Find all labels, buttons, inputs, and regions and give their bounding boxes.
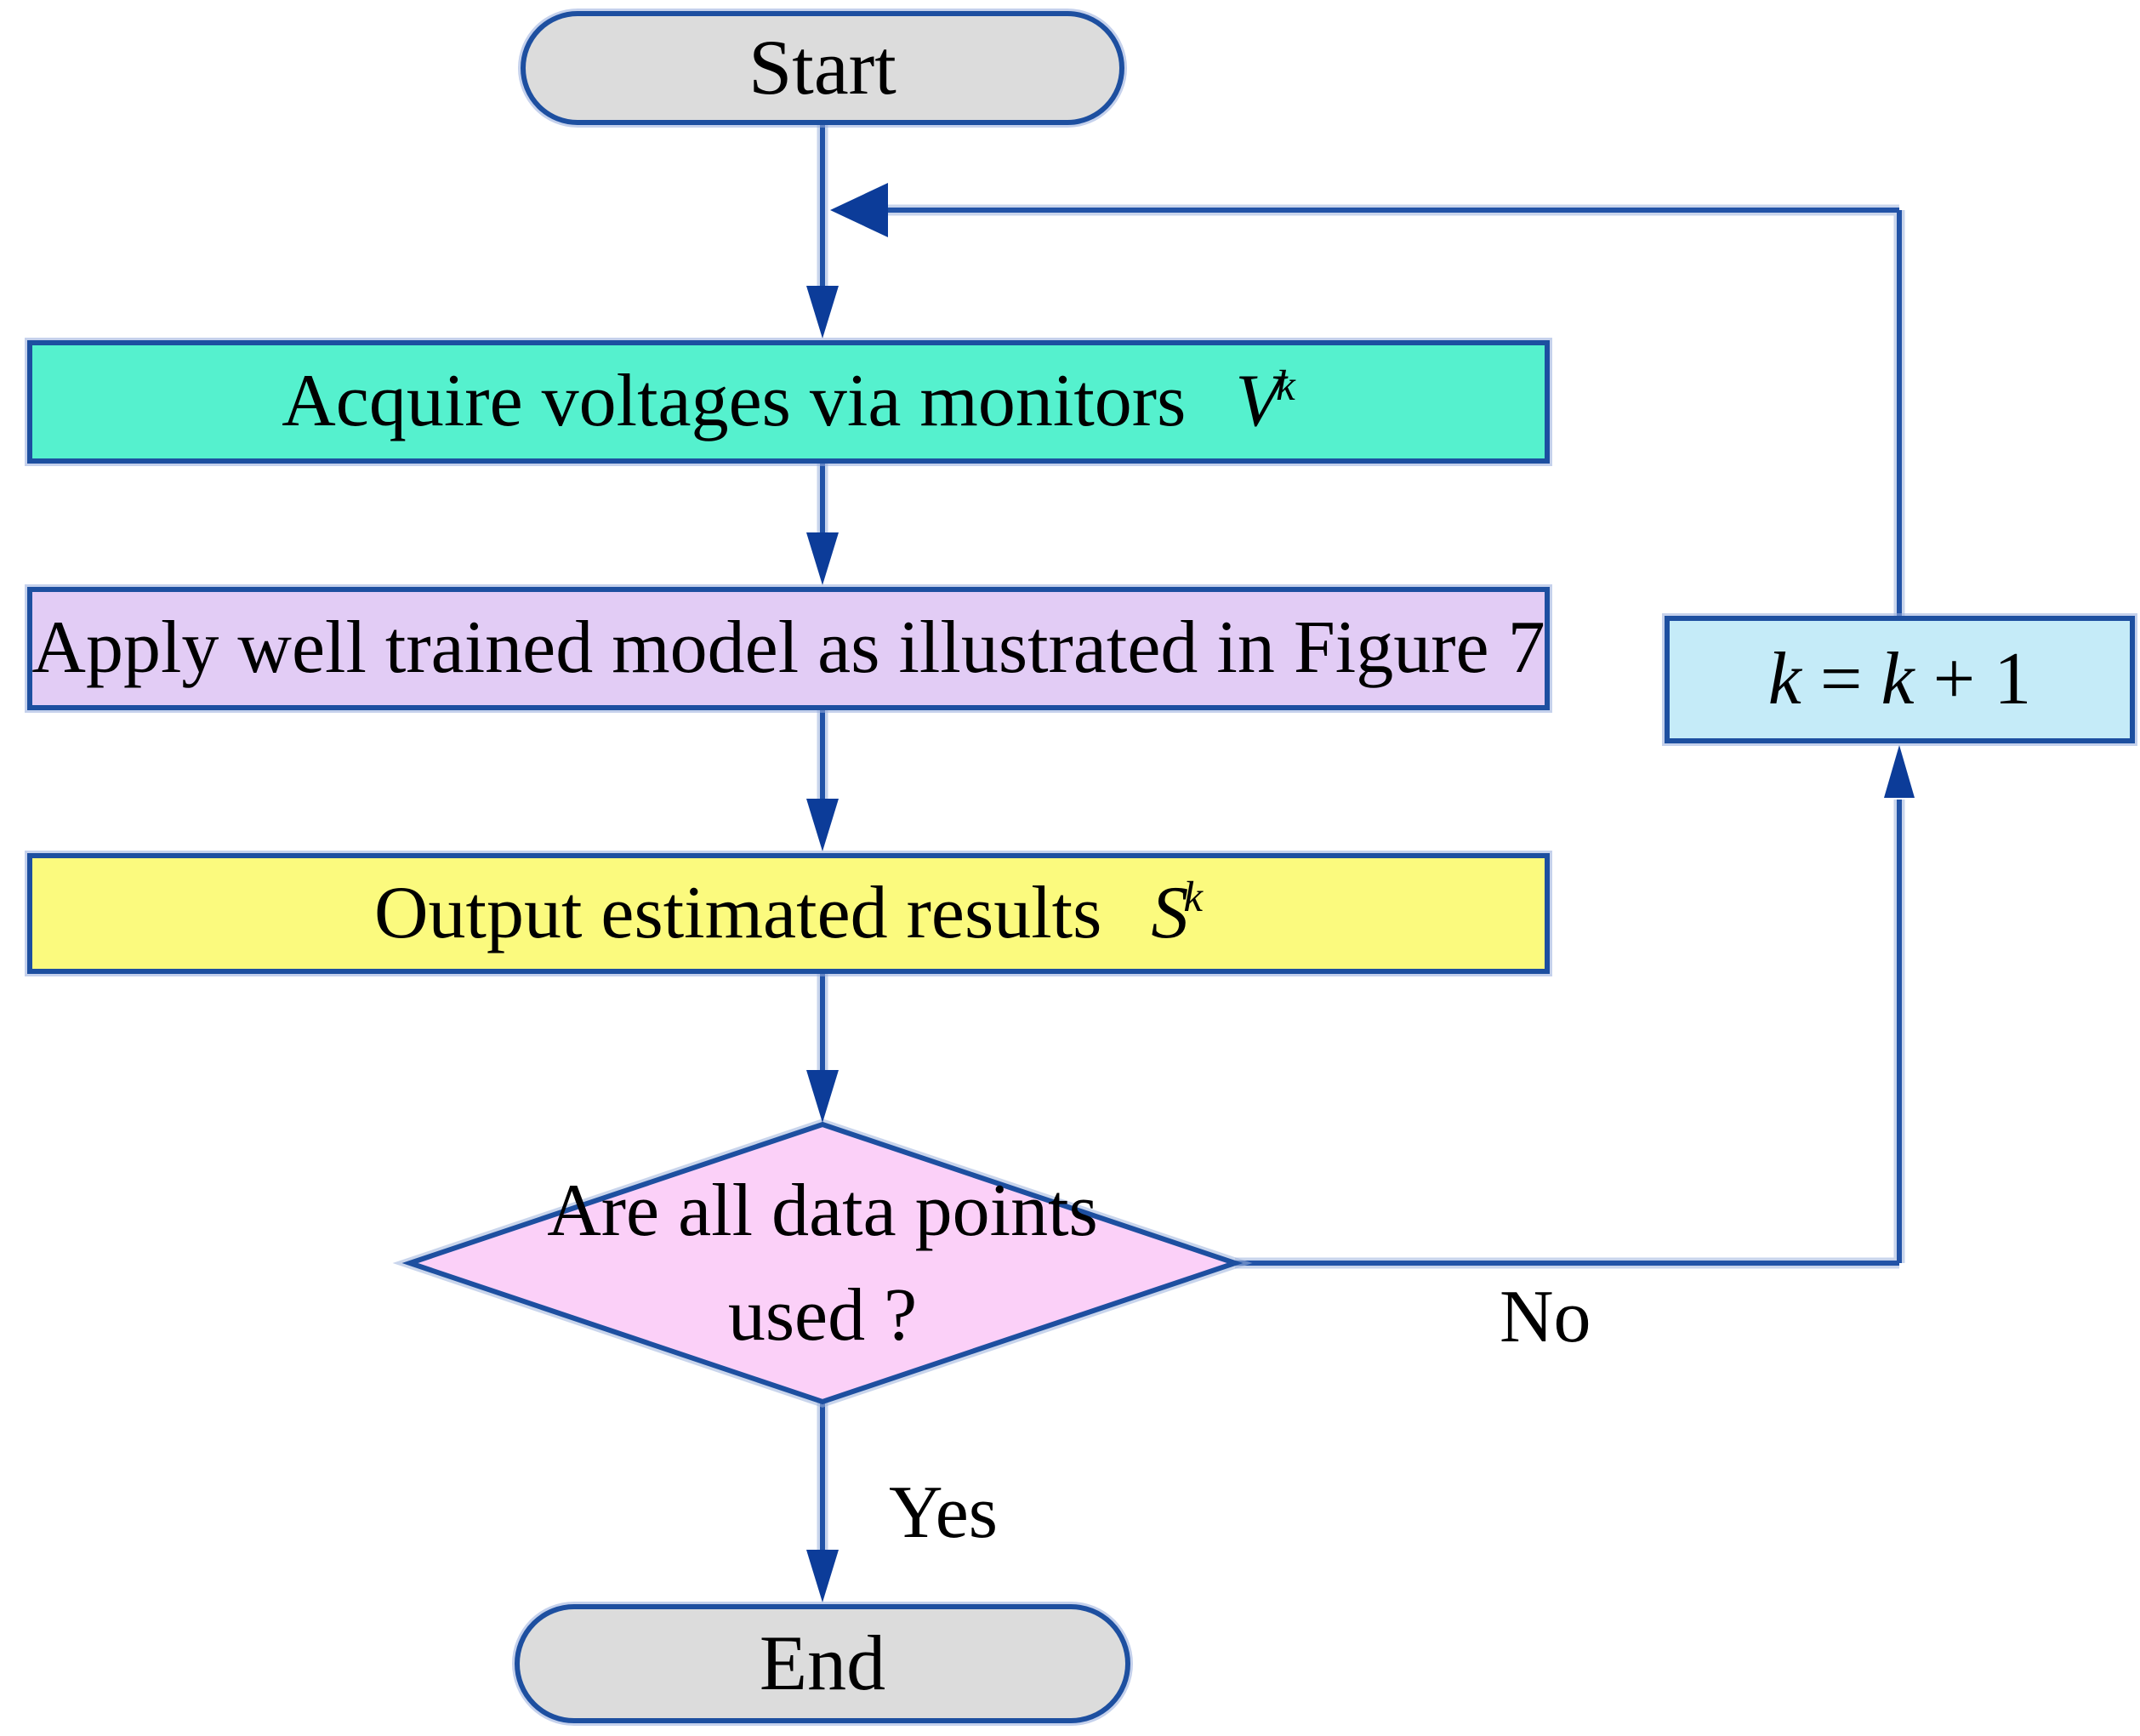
output-symbol-sup: k <box>1183 874 1204 922</box>
acquire-symbol: Vk <box>1235 360 1295 443</box>
decision-label-line1: Are all data points <box>547 1170 1098 1252</box>
increment-rhs-var: k <box>1881 637 1915 720</box>
output-results-node: Output estimated results Sk <box>27 853 1550 974</box>
decision-diamond <box>401 1121 1244 1405</box>
arrowhead-into-end <box>806 1550 839 1602</box>
arrowhead-into-apply <box>806 532 839 585</box>
end-label: End <box>759 1619 886 1707</box>
arrowhead-into-decision <box>806 1070 839 1123</box>
decision-node-text: Are all data points used ? <box>482 1153 1163 1374</box>
acquire-label: Acquire voltages via monitors <box>282 360 1187 443</box>
increment-lhs: k <box>1767 637 1801 720</box>
increment-expression: k = k + 1 <box>1767 637 2032 721</box>
decision-label-line2: used ? <box>727 1274 918 1357</box>
no-edge-label: No <box>1500 1276 1591 1358</box>
yes-edge-label: Yes <box>889 1471 999 1554</box>
acquire-voltages-node: Acquire voltages via monitors Vk <box>27 340 1550 464</box>
output-symbol-base: S <box>1151 871 1189 954</box>
apply-label: Apply well trained model as illustrated … <box>31 606 1545 690</box>
arrowhead-into-increment <box>1884 745 1915 798</box>
increment-node: k = k + 1 <box>1665 616 2135 743</box>
arrowhead-into-output <box>806 799 839 851</box>
arrowhead-into-acquire <box>806 286 839 339</box>
output-label: Output estimated results <box>373 871 1102 954</box>
apply-model-node: Apply well trained model as illustrated … <box>27 587 1550 710</box>
output-symbol: Sk <box>1151 871 1204 955</box>
arrowhead-feedback-junction <box>830 183 888 237</box>
increment-op: + <box>1914 637 1995 720</box>
increment-rhs-const: 1 <box>1994 637 2032 720</box>
acquire-symbol-sup: k <box>1276 361 1295 410</box>
end-node: End <box>515 1604 1130 1723</box>
acquire-symbol-base: V <box>1235 360 1282 443</box>
increment-equals: = <box>1801 637 1881 720</box>
start-label: Start <box>748 24 896 111</box>
start-node: Start <box>521 11 1124 125</box>
